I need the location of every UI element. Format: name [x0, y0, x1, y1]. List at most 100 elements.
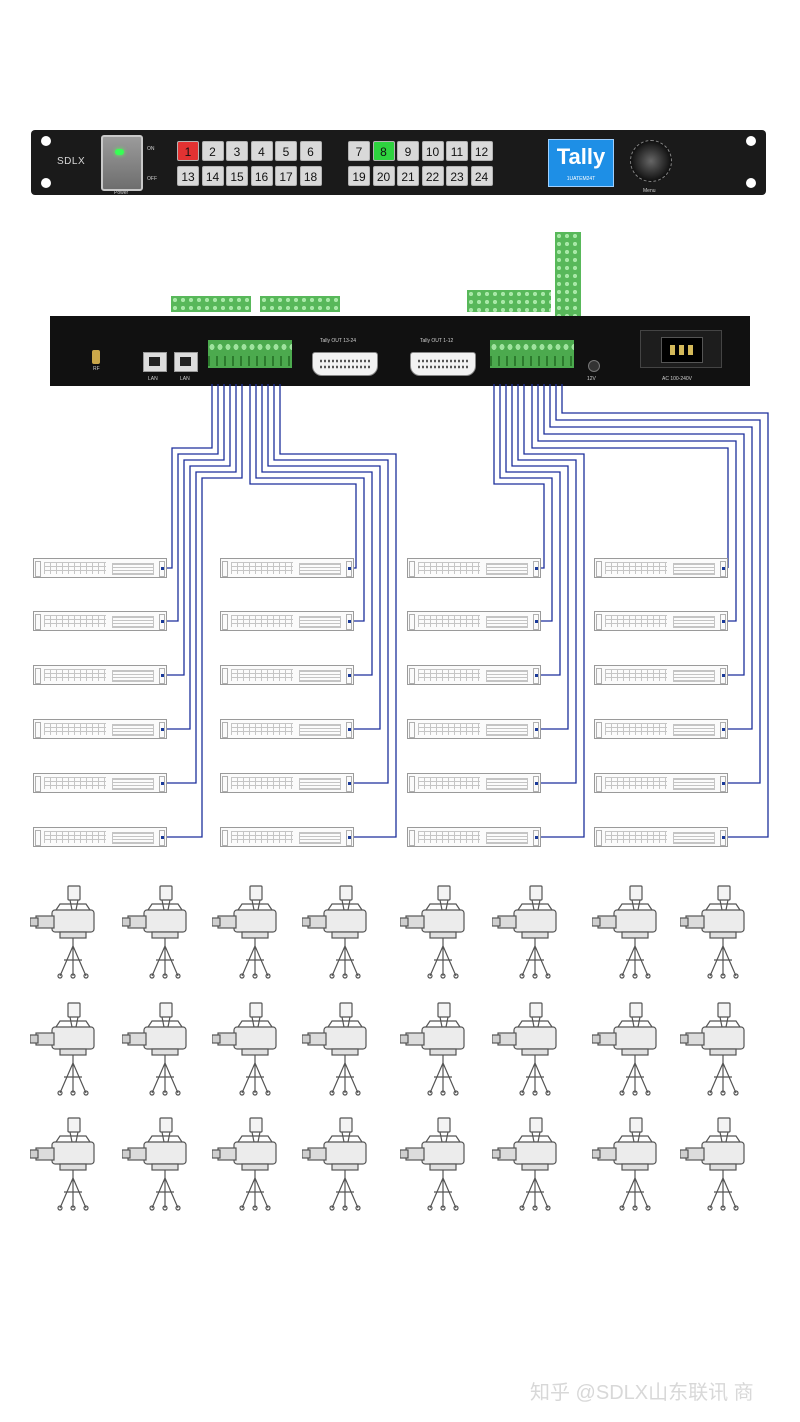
dc-power-jack-icon — [588, 360, 600, 372]
broadcast-camera-icon — [301, 880, 372, 980]
rack-unit — [33, 827, 167, 847]
power-on-label: ON — [147, 146, 155, 152]
db25-connector-right[interactable] — [410, 352, 476, 376]
rack-unit — [594, 827, 728, 847]
tally-wiring — [167, 384, 769, 838]
tally-wire — [273, 384, 389, 784]
spare-terminal-block — [171, 296, 251, 312]
spare-terminal-block — [467, 290, 551, 312]
tally-key-6[interactable]: 6 — [299, 141, 322, 161]
power-led-icon — [115, 149, 124, 155]
menu-knob[interactable] — [630, 140, 672, 182]
tally-wire — [549, 384, 753, 730]
broadcast-camera-icon — [29, 997, 100, 1097]
broadcast-camera-icon — [211, 997, 282, 1097]
tally-key-7[interactable]: 7 — [348, 141, 370, 161]
tally-wire — [555, 384, 761, 784]
tally-wire — [523, 384, 585, 838]
rack-unit — [407, 665, 541, 685]
power-label: Power — [114, 190, 129, 196]
tally-logo: Tally 1UATEM24T — [548, 139, 614, 187]
tally-wire — [167, 384, 219, 622]
tally-wire — [167, 384, 237, 784]
broadcast-camera-icon — [591, 880, 662, 980]
tally-wire — [543, 384, 745, 676]
tally-terminal-block-right — [490, 340, 574, 368]
broadcast-camera-icon — [29, 880, 100, 980]
rack-unit — [407, 558, 541, 578]
tally-key-21[interactable]: 21 — [397, 166, 419, 186]
lan-port-2[interactable] — [174, 352, 198, 372]
rack-unit — [220, 665, 354, 685]
tally-key-22[interactable]: 22 — [421, 166, 444, 186]
logo-model: 1UATEM24T — [566, 176, 596, 182]
tally-wire — [167, 384, 225, 676]
broadcast-camera-icon — [591, 997, 662, 1097]
tally-wire — [255, 384, 365, 622]
rack-unit — [33, 665, 167, 685]
broadcast-camera-icon — [29, 1112, 100, 1212]
power-off-label: OFF — [147, 176, 157, 182]
ac-label: AC 100-240V — [662, 376, 693, 382]
ac-power-inlet[interactable] — [640, 330, 722, 368]
dc-label: 12V — [587, 376, 596, 382]
broadcast-camera-icon — [399, 880, 470, 980]
tally-wire — [167, 384, 243, 838]
rack-unit — [33, 773, 167, 793]
tally-wire — [499, 384, 553, 622]
tally-wire — [167, 384, 213, 569]
tally-key-8[interactable]: 8 — [372, 141, 395, 161]
tally-key-19[interactable]: 19 — [348, 166, 370, 186]
tally-key-18[interactable]: 18 — [299, 166, 322, 186]
brand-label: SDLX — [57, 156, 86, 167]
broadcast-camera-icon — [211, 880, 282, 980]
tally-key-5[interactable]: 5 — [275, 141, 297, 161]
tally-key-9[interactable]: 9 — [397, 141, 419, 161]
tally-rear-panel: RF LAN LAN Tally OUT 13-24 Tally OUT 1-1… — [50, 316, 750, 386]
tally-wire — [517, 384, 577, 784]
tally-key-4[interactable]: 4 — [250, 141, 273, 161]
tally-key-2[interactable]: 2 — [201, 141, 224, 161]
tally-wire — [561, 384, 769, 838]
rack-unit — [33, 719, 167, 739]
tally-terminal-block-left — [208, 340, 292, 368]
broadcast-camera-icon — [679, 997, 750, 1097]
broadcast-camera-icon — [121, 880, 192, 980]
tally-key-14[interactable]: 14 — [201, 166, 224, 186]
tally-wire — [505, 384, 561, 676]
rack-unit — [220, 558, 354, 578]
tally-key-12[interactable]: 12 — [470, 141, 493, 161]
tally-key-3[interactable]: 3 — [226, 141, 248, 161]
tally-key-11[interactable]: 11 — [446, 141, 468, 161]
rack-unit — [407, 827, 541, 847]
tally-key-15[interactable]: 15 — [226, 166, 248, 186]
spare-terminal-block-vertical — [555, 232, 581, 316]
broadcast-camera-icon — [679, 880, 750, 980]
lan1-label: LAN — [148, 376, 158, 382]
tally-key-16[interactable]: 16 — [250, 166, 273, 186]
broadcast-camera-icon — [491, 880, 562, 980]
lan-port-1[interactable] — [143, 352, 167, 372]
db-right-label: Tally OUT 1-12 — [420, 338, 454, 344]
rack-unit — [594, 773, 728, 793]
rack-unit — [33, 558, 167, 578]
tally-wire — [493, 384, 545, 569]
tally-wire — [267, 384, 381, 730]
db25-connector-left[interactable] — [312, 352, 378, 376]
tally-key-17[interactable]: 17 — [275, 166, 297, 186]
tally-key-20[interactable]: 20 — [372, 166, 395, 186]
tally-key-10[interactable]: 10 — [421, 141, 444, 161]
power-switch[interactable] — [101, 135, 143, 191]
broadcast-camera-icon — [211, 1112, 282, 1212]
tally-key-24[interactable]: 24 — [470, 166, 493, 186]
tally-key-13[interactable]: 13 — [177, 166, 199, 186]
tally-wire — [279, 384, 397, 838]
broadcast-camera-icon — [399, 997, 470, 1097]
rack-unit — [594, 611, 728, 631]
tally-key-23[interactable]: 23 — [446, 166, 468, 186]
tally-wire — [531, 384, 729, 568]
watermark: 知乎 @SDLX山东联讯 商 — [530, 1382, 754, 1404]
tally-wire — [537, 384, 737, 622]
tally-key-1[interactable]: 1 — [177, 141, 199, 161]
